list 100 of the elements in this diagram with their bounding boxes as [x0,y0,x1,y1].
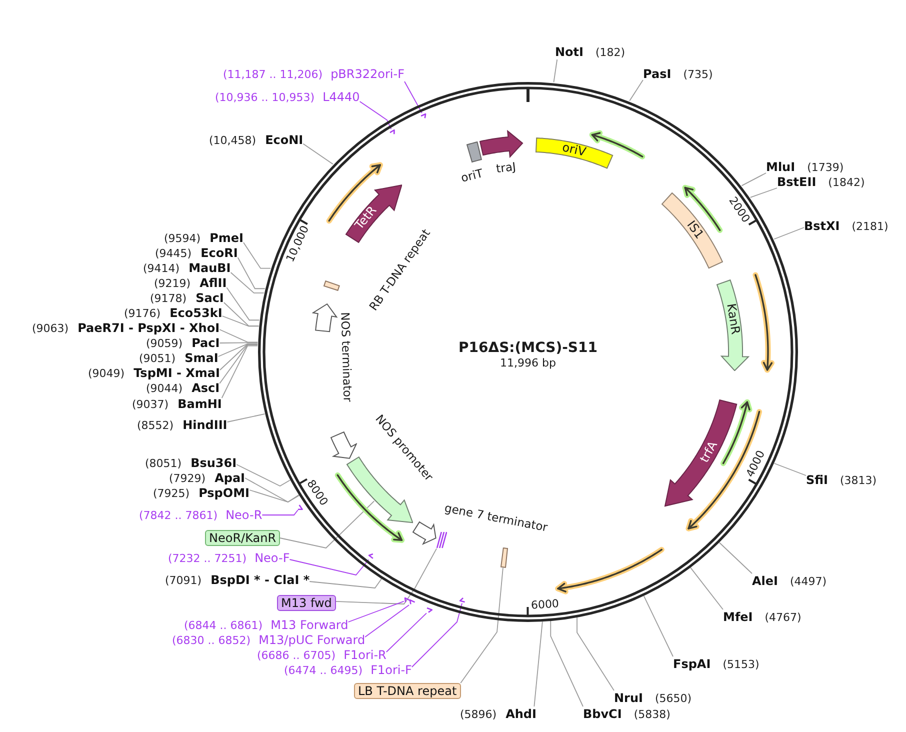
primer-range: (6844 .. 6861) [184,618,263,632]
primer-range: (6686 .. 6705) [257,648,336,662]
enzyme-name: SmaI [184,350,218,364]
primer-name: Neo-F [254,550,290,564]
enzyme-name: PacI [192,336,220,350]
site-position: (7091) [165,574,202,588]
leader-line [774,462,806,476]
primer-name: pBR322ori-F [330,66,404,80]
enzyme-name: FspAI [673,656,711,670]
enzyme-name: Eco53kI [170,306,222,320]
leader-line [335,548,438,604]
leader-line [302,143,334,165]
site-position: (735) [683,68,713,82]
leader-line [348,600,404,622]
enzyme-name: NotI [555,44,584,58]
primer-range: (11,187 .. 11,206) [223,68,323,82]
leader-line [643,595,674,657]
site-position: (182) [596,46,626,60]
site-position: (9044) [146,382,183,396]
enzyme-name: NruI [614,690,643,704]
leader-line [718,542,752,574]
site-position: (2181) [852,220,888,234]
enzyme-name: BstEII [777,174,816,188]
leader-line [230,272,264,294]
site-position: (9049) [88,366,125,380]
leader-line [629,80,644,102]
leader-line [219,329,258,343]
enzyme-name: EcoNI [265,132,304,146]
primer-range: (10,936 .. 10,953) [215,90,315,104]
enzyme-name: HindIII [182,418,228,432]
primer-name: Neo-R [226,508,262,522]
enzyme-name: TspMI - XmaI [134,366,220,380]
primer-range: (6474 .. 6495) [284,664,363,678]
site-position: (9414) [143,262,180,276]
feature-label: gene 7 terminator [443,502,548,534]
feature-label: oriT [460,167,484,186]
leader-line [221,345,258,398]
leader-line [550,620,584,707]
leader-line [404,81,422,114]
enzyme-name: MluI [766,160,796,174]
site-position: (9445) [155,246,192,260]
tick-label: 6000 [530,598,560,612]
enzyme-name: BamHI [178,396,222,410]
enzyme-name: Bsu36I [190,456,237,470]
enzyme-name: SfiI [806,472,828,486]
primer-marks-icon [436,530,448,549]
site-position: (4767) [764,610,802,624]
leader-line [280,500,375,548]
enzyme-name: MauBI [188,260,231,274]
site-position: (3813) [840,474,877,488]
leader-line [750,188,778,198]
enzyme-name: AleI [752,574,778,588]
site-position: (9178) [150,292,187,306]
site-position: (5153) [722,658,760,672]
enzyme-name: SacI [196,290,224,304]
site-position: (9063) [32,322,69,336]
enzyme-name: PspOMI [198,486,250,500]
site-position: (5650) [654,692,692,706]
enzyme-name: EcoRI [200,246,238,260]
feature-bar [500,546,508,568]
leader-line [220,344,258,370]
plasmid-name: P16ΔS:(MCS)-S11 [458,340,598,356]
primer-range: (6830 .. 6852) [172,634,251,648]
plasmid-length: 11,996 bp [500,356,556,369]
enzyme-name: PaeR7I - PspXI - XhoI [78,320,220,334]
feature-label: traJ [496,160,517,176]
enzyme-name: BbvCI [583,706,622,720]
enzyme-name: AhdI [506,706,536,720]
site-position: (9059) [146,336,183,350]
leader-line [553,59,558,83]
site-position: (4497) [790,574,827,588]
site-position: (1739) [807,160,844,174]
leader-line [244,478,300,503]
feature-label: KanR [724,302,742,336]
feature-block [535,136,614,169]
primer-range: (7842 .. 7861) [139,508,218,522]
enzyme-name: AscI [192,380,220,394]
feature-shape [716,278,750,372]
feature-label: NOS terminator [338,312,354,402]
feature-shape [664,399,738,508]
feature-shape [344,184,402,244]
site-position: (5838) [634,708,670,722]
site-position: (9051) [139,352,176,366]
feature-label: oriV [561,140,588,159]
feature-block [660,192,724,270]
leader-line [386,612,427,652]
leader-line [289,559,370,576]
site-position: (9219) [154,276,191,290]
leader-line [262,510,298,516]
site-position: (1842) [828,176,865,190]
primer-name: F1ori-R [344,648,386,662]
primer-name: M13/pUC Forward [258,632,366,646]
leader-line [237,257,266,290]
enzyme-name: AflII [200,276,227,290]
enzyme-name: PmeI [210,230,244,244]
leader-line [741,172,766,186]
site-position: (9176) [124,306,161,320]
primer-range: (7232 .. 7251) [168,552,247,566]
site-position: (9594) [164,232,201,246]
site-position: (9037) [132,398,169,412]
